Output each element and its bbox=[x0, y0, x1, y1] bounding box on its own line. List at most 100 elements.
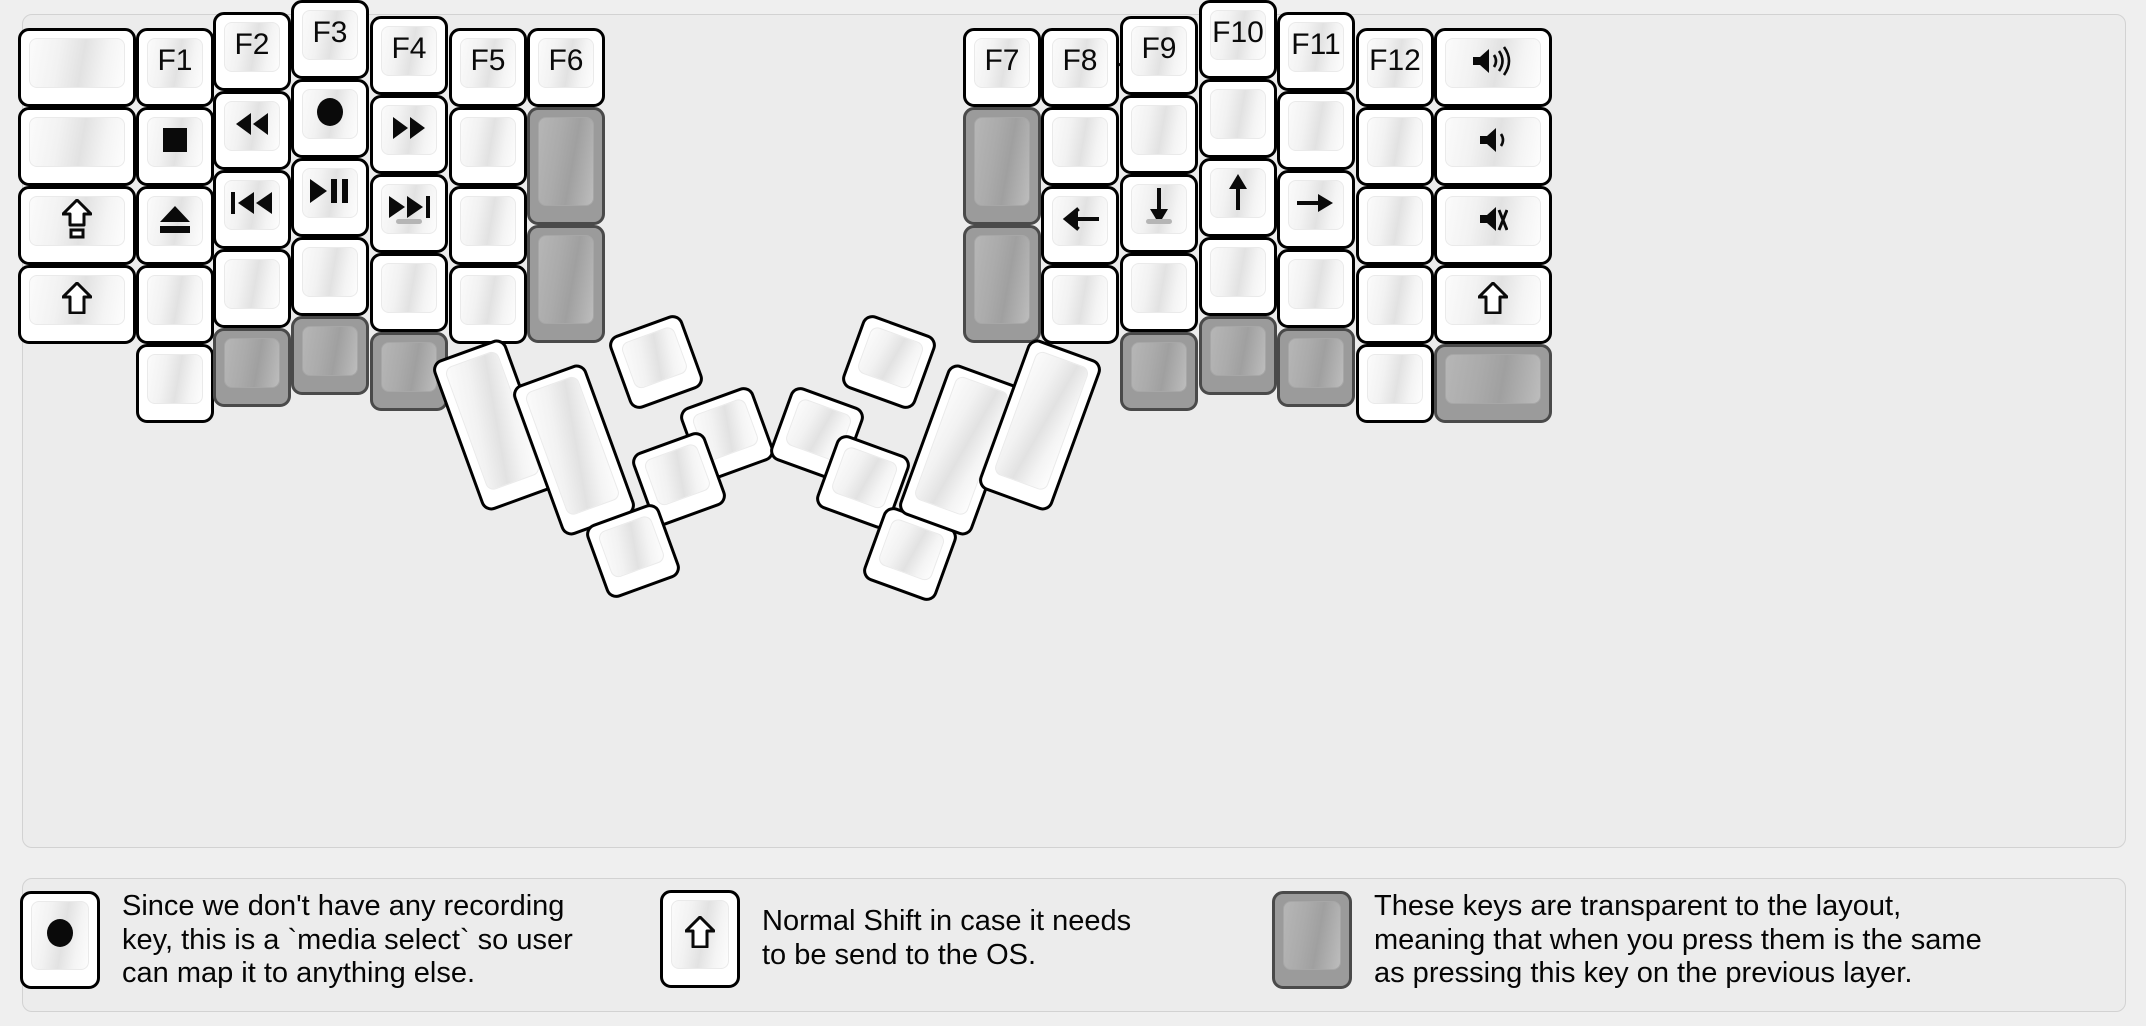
keycap-face bbox=[538, 117, 594, 206]
keycap-face bbox=[460, 117, 516, 167]
key-blank[interactable] bbox=[1277, 249, 1355, 328]
key-f3[interactable]: F3 bbox=[291, 0, 369, 79]
key-media-prev-track[interactable] bbox=[213, 170, 291, 249]
key-blank[interactable] bbox=[1199, 316, 1277, 395]
homing-bump bbox=[396, 219, 422, 224]
keycap-face bbox=[1210, 89, 1266, 139]
keycap-face bbox=[1288, 338, 1344, 388]
keycap-face bbox=[1052, 38, 1108, 88]
key-blank[interactable] bbox=[370, 253, 448, 332]
keycap-face bbox=[224, 22, 280, 72]
key-blank[interactable] bbox=[1277, 91, 1355, 170]
keycap-face bbox=[538, 38, 594, 88]
key-arrow-left[interactable] bbox=[1041, 186, 1119, 265]
key-blank[interactable] bbox=[1356, 265, 1434, 344]
media-play-pause-icon bbox=[309, 178, 351, 204]
key-shift[interactable] bbox=[18, 265, 136, 344]
key-blank[interactable] bbox=[136, 265, 214, 344]
key-f6[interactable]: F6 bbox=[527, 28, 605, 107]
keycap-face bbox=[381, 105, 437, 155]
keycap-face bbox=[224, 259, 280, 309]
key-blank[interactable] bbox=[1277, 328, 1355, 407]
legend-keycap-blank bbox=[1272, 891, 1352, 990]
key-blank[interactable] bbox=[370, 332, 448, 411]
key-f12[interactable]: F12 bbox=[1356, 28, 1434, 107]
key-media-eject[interactable] bbox=[136, 186, 214, 265]
keycap-face bbox=[302, 247, 358, 297]
legend-media-select: Since we don't have any recording key, t… bbox=[20, 890, 573, 991]
keycap-face bbox=[1210, 247, 1266, 297]
legend-keycap-media-record bbox=[20, 891, 100, 990]
key-blank[interactable] bbox=[449, 265, 527, 344]
key-arrow-right[interactable] bbox=[1277, 170, 1355, 249]
media-stop-icon bbox=[162, 127, 188, 153]
key-blank[interactable] bbox=[527, 107, 605, 225]
key-blank[interactable] bbox=[1356, 344, 1434, 423]
key-blank[interactable] bbox=[1434, 344, 1552, 423]
key-caps-lock[interactable] bbox=[18, 186, 136, 265]
key-blank[interactable] bbox=[213, 249, 291, 328]
volume-down-icon bbox=[1478, 125, 1508, 155]
key-blank[interactable] bbox=[1356, 186, 1434, 265]
keycap-face bbox=[1210, 10, 1266, 60]
key-blank[interactable] bbox=[1199, 79, 1277, 158]
key-blank[interactable] bbox=[963, 107, 1041, 225]
media-next-track-icon bbox=[387, 195, 431, 219]
key-blank[interactable] bbox=[291, 237, 369, 316]
key-blank[interactable] bbox=[18, 28, 136, 107]
key-volume-up[interactable] bbox=[1434, 28, 1552, 107]
key-f1[interactable]: F1 bbox=[136, 28, 214, 107]
key-f2[interactable]: F2 bbox=[213, 12, 291, 91]
keycap-face bbox=[224, 101, 280, 151]
keycap-face bbox=[1445, 354, 1541, 404]
key-blank[interactable] bbox=[18, 107, 136, 186]
key-blank[interactable] bbox=[1199, 237, 1277, 316]
legend-transparent-key: These keys are transparent to the layout… bbox=[1272, 890, 1982, 991]
key-blank[interactable] bbox=[449, 107, 527, 186]
key-media-record[interactable] bbox=[291, 79, 369, 158]
key-media-rewind[interactable] bbox=[213, 91, 291, 170]
key-f11[interactable]: F11 bbox=[1277, 12, 1355, 91]
key-blank[interactable] bbox=[1041, 265, 1119, 344]
key-f5[interactable]: F5 bbox=[449, 28, 527, 107]
legend-normal-shift: Normal Shift in case it needs to be send… bbox=[660, 890, 1131, 988]
keycap-face bbox=[596, 514, 667, 580]
key-f9[interactable]: F9 bbox=[1120, 16, 1198, 95]
keycap-face bbox=[1445, 196, 1541, 246]
key-media-next-track[interactable] bbox=[370, 174, 448, 253]
key-arrow-up[interactable] bbox=[1199, 158, 1277, 237]
keycap-face bbox=[1367, 275, 1423, 325]
key-blank[interactable] bbox=[1120, 253, 1198, 332]
key-f7[interactable]: F7 bbox=[963, 28, 1041, 107]
key-blank[interactable] bbox=[1041, 107, 1119, 186]
legend-panel bbox=[22, 878, 2126, 1012]
key-f4[interactable]: F4 bbox=[370, 16, 448, 95]
key-blank[interactable] bbox=[1120, 95, 1198, 174]
key-blank[interactable] bbox=[136, 344, 214, 423]
key-f10[interactable]: F10 bbox=[1199, 0, 1277, 79]
key-blank[interactable] bbox=[213, 328, 291, 407]
legend-key-sample bbox=[660, 890, 740, 988]
key-blank[interactable] bbox=[527, 225, 605, 343]
key-blank[interactable] bbox=[449, 186, 527, 265]
keycap-face bbox=[381, 26, 437, 76]
keycap-face bbox=[29, 38, 125, 88]
keycap-face bbox=[974, 117, 1030, 206]
keycap-face bbox=[29, 117, 125, 167]
key-volume-down[interactable] bbox=[1434, 107, 1552, 186]
key-blank[interactable] bbox=[963, 225, 1041, 343]
key-media-play-pause[interactable] bbox=[291, 158, 369, 237]
key-media-stop[interactable] bbox=[136, 107, 214, 186]
key-blank[interactable] bbox=[291, 316, 369, 395]
key-arrow-down[interactable] bbox=[1120, 174, 1198, 253]
key-blank[interactable] bbox=[1120, 332, 1198, 411]
keycap-face bbox=[619, 325, 690, 391]
key-shift[interactable] bbox=[1434, 265, 1552, 344]
keycap-face bbox=[1367, 354, 1423, 404]
key-media-fast-forward[interactable] bbox=[370, 95, 448, 174]
key-blank[interactable] bbox=[1356, 107, 1434, 186]
keycap-face bbox=[224, 338, 280, 388]
key-volume-mute[interactable] bbox=[1434, 186, 1552, 265]
key-f8[interactable]: F8 bbox=[1041, 28, 1119, 107]
